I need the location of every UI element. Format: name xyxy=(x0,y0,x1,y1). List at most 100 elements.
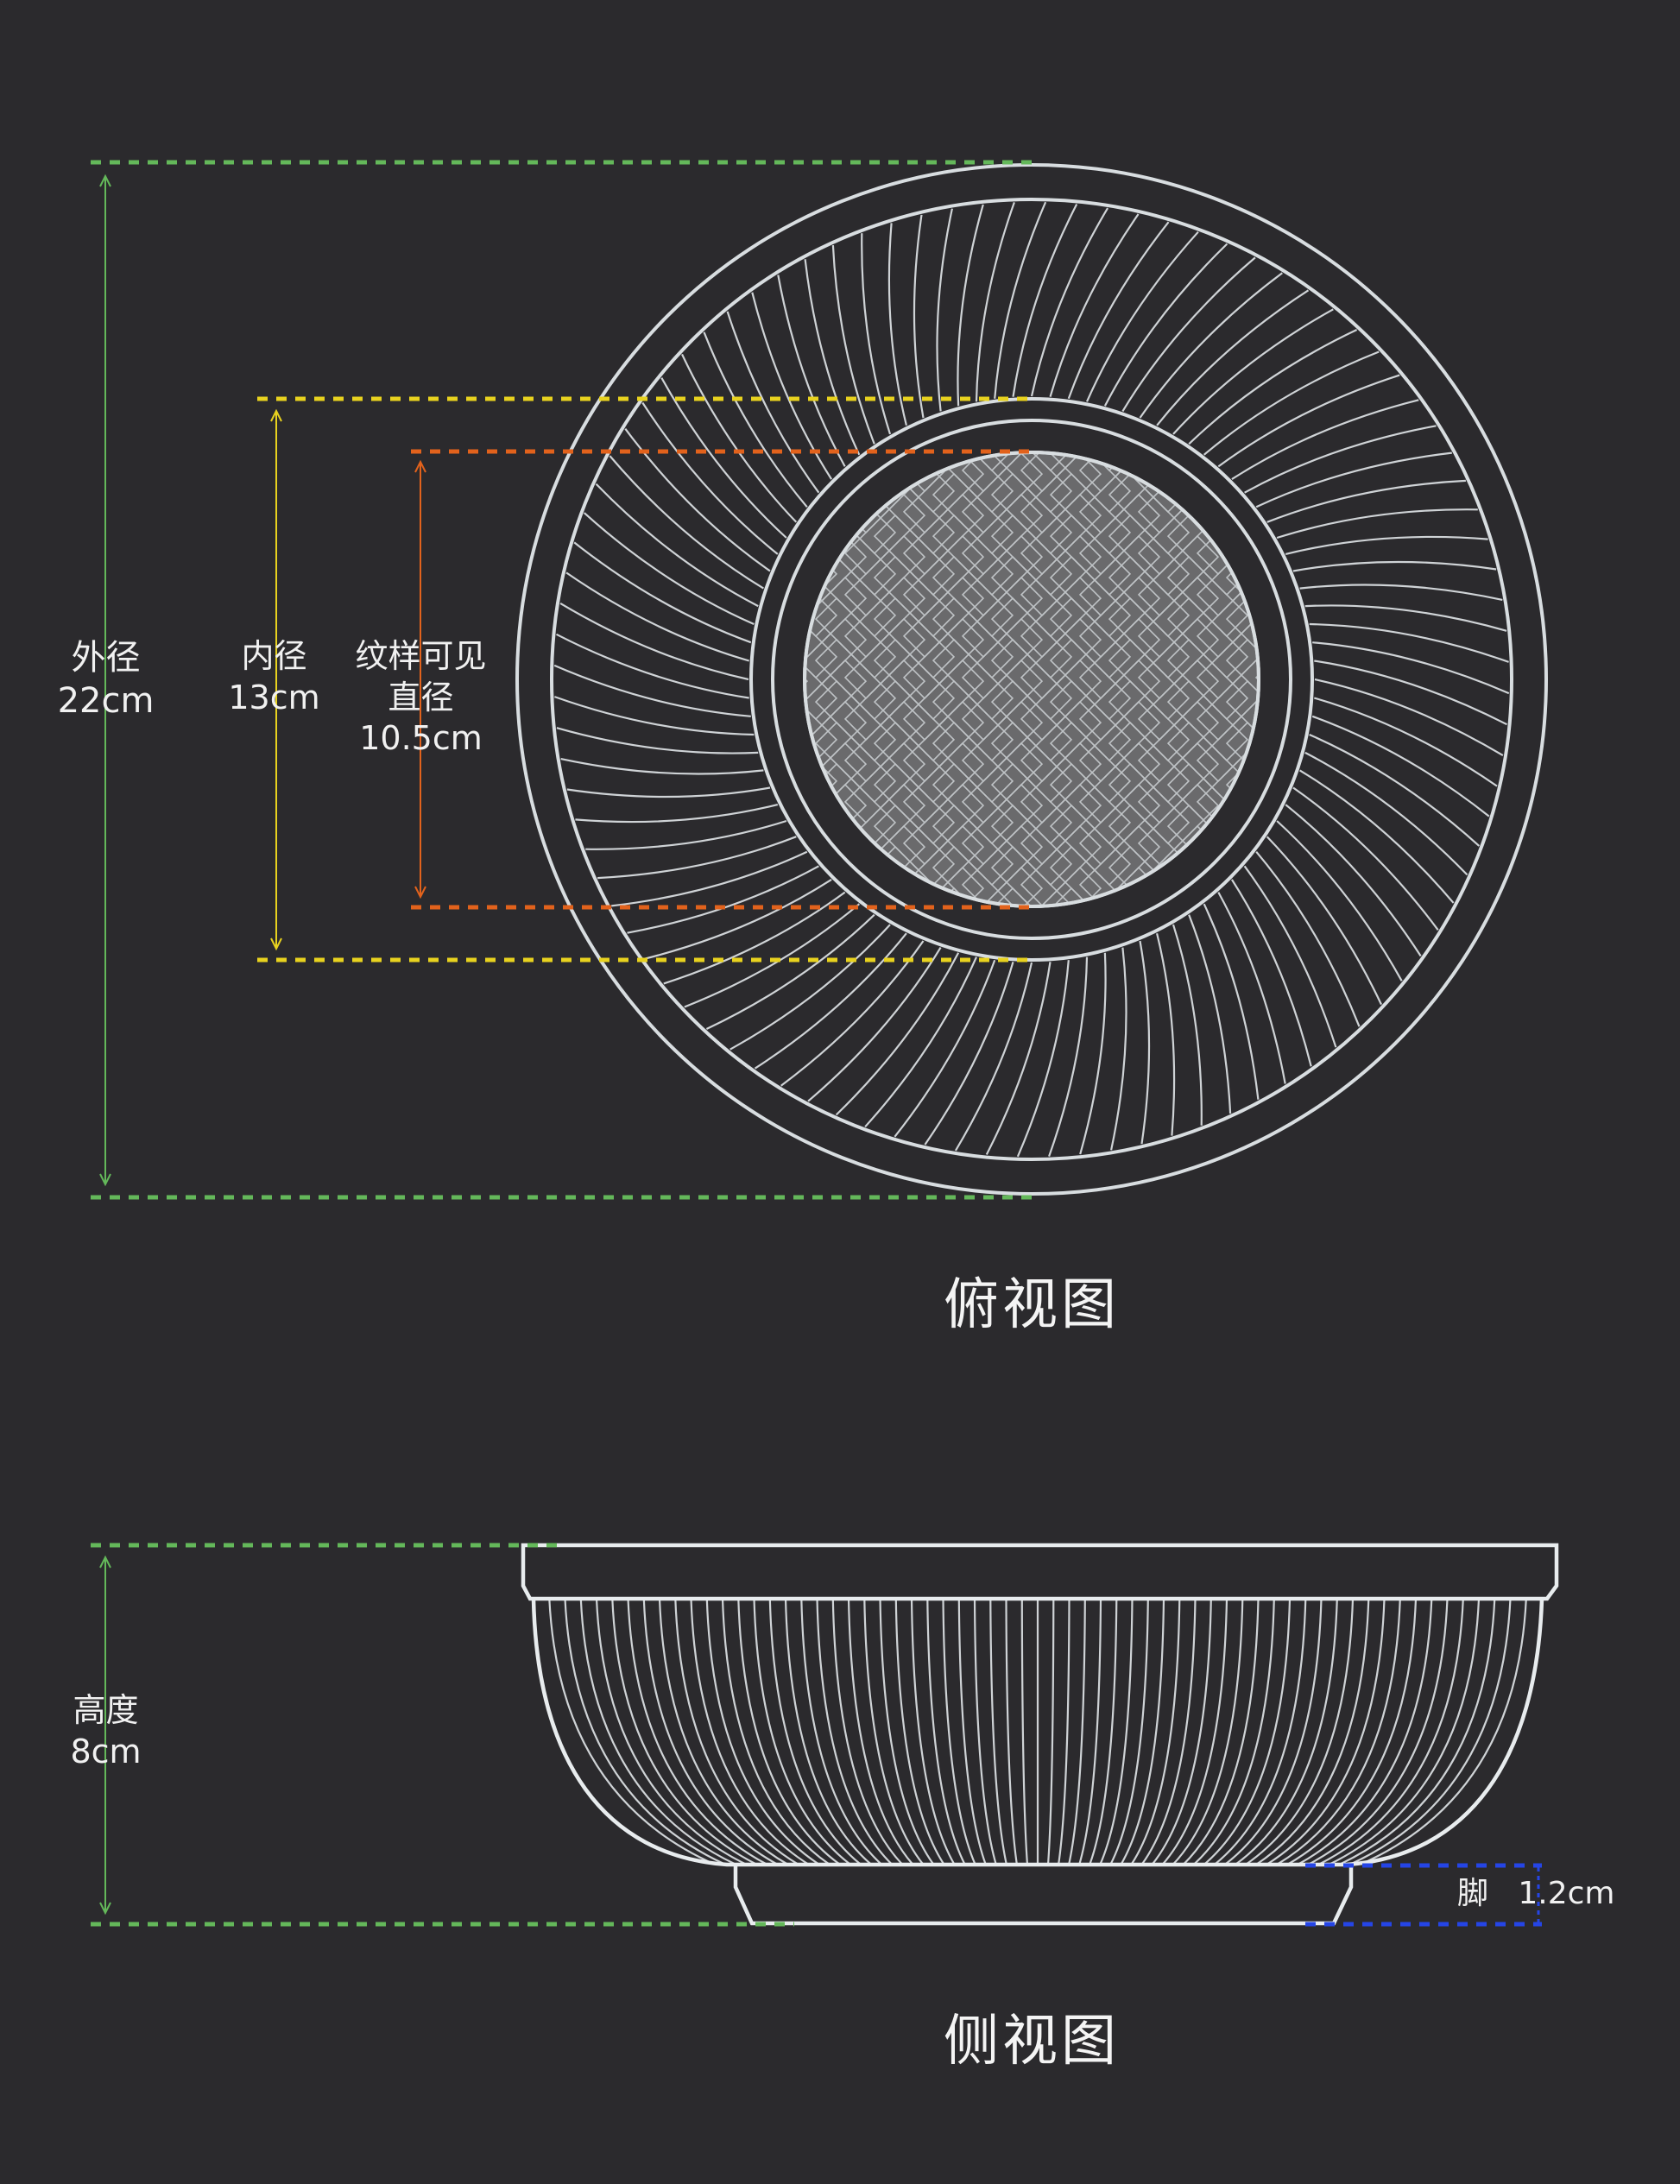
rib-line xyxy=(1016,960,1070,1158)
herringbone-tile xyxy=(1256,1033,1336,1113)
height-label: 高度 8cm xyxy=(35,1690,177,1772)
rib-line xyxy=(1285,535,1488,555)
herringbone-tile xyxy=(1139,992,1218,1071)
rib-line xyxy=(595,483,759,608)
herringbone-tile xyxy=(845,1033,925,1113)
herringbone-tile xyxy=(1374,1033,1453,1113)
rib-line xyxy=(1103,243,1228,407)
body-rib-line xyxy=(768,1599,862,1865)
herringbone-tile xyxy=(845,287,925,367)
outer-diameter-dimension xyxy=(91,160,1032,1200)
body-rib-line xyxy=(1224,1599,1323,1865)
foot-height-label: 脚 1.2cm xyxy=(1457,1874,1630,1913)
herringbone-tile xyxy=(816,1054,895,1133)
herringbone-tile xyxy=(1196,866,1259,906)
rib-line xyxy=(1049,213,1140,398)
body-rib-line xyxy=(1161,1599,1228,1865)
body-rib-line xyxy=(1286,1599,1418,1865)
rib-line xyxy=(1312,641,1510,695)
herringbone-tile xyxy=(1168,267,1247,346)
herringbone-tile xyxy=(816,225,895,305)
rib-line xyxy=(1188,914,1232,1114)
rib-line xyxy=(804,259,861,456)
rib-line xyxy=(660,377,787,539)
bowl-rim-band xyxy=(521,1543,1559,1601)
herringbone-tile xyxy=(1139,287,1218,367)
herringbone-tile xyxy=(904,950,983,1030)
herringbone-tile xyxy=(1225,845,1259,906)
herringbone-tile xyxy=(640,971,719,1051)
rib-line xyxy=(644,878,832,960)
rib-line xyxy=(1203,350,1380,456)
herringbone-tile xyxy=(698,681,778,761)
rib-line xyxy=(583,512,755,626)
herringbone-tile xyxy=(669,702,748,781)
body-rib-line xyxy=(1192,1599,1275,1865)
herringbone-tile xyxy=(1374,536,1453,615)
rib-line xyxy=(864,956,978,1128)
herringbone-tile xyxy=(1285,847,1365,926)
rib-line xyxy=(1079,952,1107,1155)
rib-line xyxy=(1156,932,1176,1136)
herringbone-tile xyxy=(640,723,719,802)
pattern-diameter-value: 10.5cm xyxy=(359,719,483,757)
inner-diameter-dimension xyxy=(257,396,1032,963)
herringbone-tile xyxy=(1051,1013,1130,1092)
body-rib-line xyxy=(1020,1599,1029,1865)
body-rib-line xyxy=(658,1599,789,1865)
body-rib-line xyxy=(690,1599,810,1865)
rib-line xyxy=(807,947,942,1102)
top-view-caption: 俯视图 xyxy=(944,1273,1120,1337)
body-rib-line xyxy=(1348,1599,1512,1865)
rib-line xyxy=(924,961,1014,1146)
herringbone-tile xyxy=(1139,1033,1218,1113)
herringbone-tile xyxy=(1285,805,1365,885)
body-rib-line xyxy=(1235,1599,1338,1865)
herringbone-tile xyxy=(1256,370,1336,450)
height-name: 高度 xyxy=(73,1691,139,1729)
herringbone-tile xyxy=(1254,783,1259,866)
pattern-diameter-label: 纹样可见 直径 10.5cm xyxy=(337,636,505,760)
herringbone-tile xyxy=(1285,515,1365,595)
herringbone-tile xyxy=(728,329,807,408)
rib-line xyxy=(1311,715,1490,817)
rib-line xyxy=(777,275,846,467)
rib-line xyxy=(565,571,750,662)
inner-diameter-name: 内径 xyxy=(241,637,307,675)
side-view-caption: 侧视图 xyxy=(944,2010,1120,2074)
herringbone-tile xyxy=(669,536,748,615)
body-rib-line xyxy=(721,1599,831,1865)
rib-line xyxy=(887,223,907,426)
herringbone-tile xyxy=(1374,826,1453,906)
rib-line xyxy=(729,924,891,1051)
rib-line xyxy=(1292,560,1497,572)
pattern-area xyxy=(803,451,1260,908)
herringbone-tile xyxy=(904,370,983,450)
herringbone-tile xyxy=(1254,493,1259,576)
herringbone-tile xyxy=(1108,887,1191,906)
herringbone-tile xyxy=(963,909,1042,988)
rib-line xyxy=(1304,751,1468,876)
herringbone-tile xyxy=(1285,640,1365,719)
rib-line xyxy=(1244,425,1437,494)
herringbone-tile xyxy=(816,1013,895,1092)
rib-line xyxy=(575,804,779,824)
herringbone-tile xyxy=(669,1075,748,1154)
body-rib-line xyxy=(863,1599,925,1865)
herringbone-tile xyxy=(1374,702,1453,781)
height-value: 8cm xyxy=(70,1732,142,1771)
body-rib-line xyxy=(1068,1599,1086,1865)
herringbone-tile xyxy=(1374,246,1453,325)
body-rib-line xyxy=(1297,1599,1433,1865)
body-rib-line xyxy=(737,1599,841,1865)
rib-line xyxy=(705,913,875,1030)
herringbone-tile xyxy=(640,1054,719,1133)
herringbone-tile xyxy=(1285,764,1365,843)
herringbone-tile xyxy=(963,370,1042,450)
well-outer-circle xyxy=(749,397,1314,962)
body-rib-line xyxy=(1317,1599,1464,1865)
rib-line xyxy=(1299,584,1503,601)
herringbone-tile xyxy=(698,432,778,512)
